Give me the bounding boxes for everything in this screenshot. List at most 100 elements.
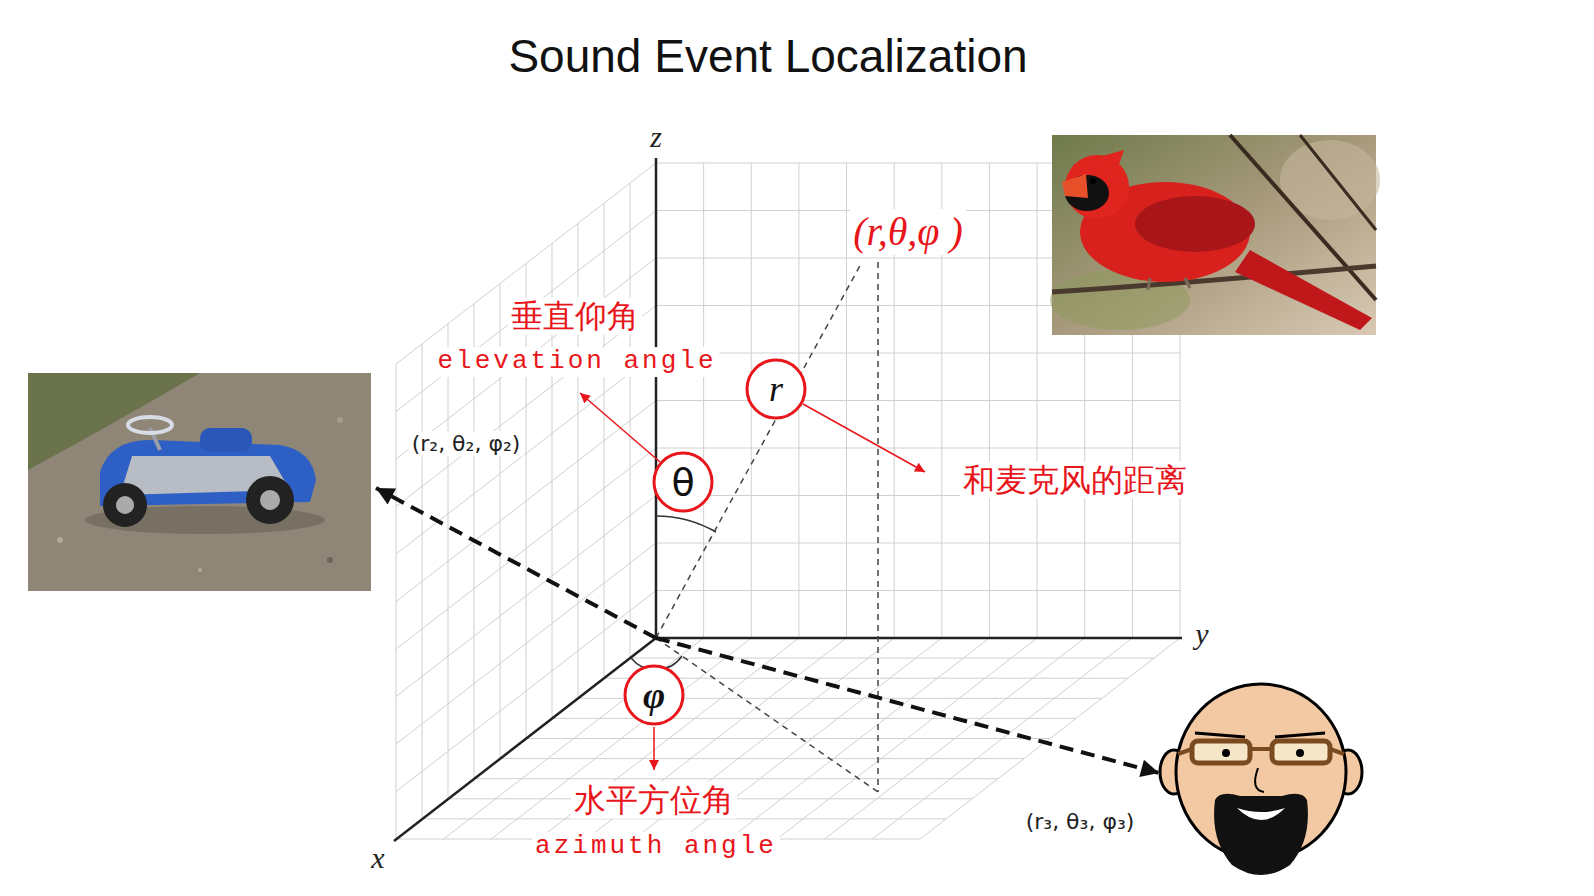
person-cartoon-part [1214, 794, 1308, 875]
toy-car-photo-part [28, 373, 371, 591]
grid-line [526, 264, 527, 739]
toy-car-photo-part [327, 557, 333, 563]
angle-arcs-part [656, 516, 716, 532]
cardinal-photo-part [1090, 178, 1096, 184]
axis-label: z [647, 120, 665, 155]
label-anchor: 垂直仰角 [508, 298, 642, 335]
circle-content: θ [671, 463, 694, 501]
coordinate-label: (r₂, θ₂, φ₂) [409, 431, 524, 456]
label-anchor: (r,θ,φ ) [850, 209, 966, 255]
person-cartoon-part [1330, 749, 1344, 754]
leader-arrows [580, 393, 925, 770]
label-anchor: elevation angle [434, 347, 719, 377]
label-anchor: (r₃, θ₃, φ₃) [1023, 809, 1138, 834]
cardinal-photo-part [1088, 150, 1124, 178]
label-anchor: x [368, 841, 387, 876]
projection-lines-part [656, 262, 862, 638]
grid-line [630, 658, 1154, 659]
grid-line [474, 778, 998, 779]
circle-content: r [769, 371, 783, 407]
projection-lines [656, 262, 878, 792]
axis-lines-part [656, 637, 1182, 640]
annotation-text: elevation angle [434, 347, 719, 377]
source-direction-arrows [376, 488, 1159, 773]
toy-car-photo-part [57, 537, 63, 543]
grid-line [500, 758, 1024, 759]
annotation-text: 垂直仰角 [508, 298, 642, 335]
grid-line [604, 678, 1128, 679]
toy-car-photo-part [200, 428, 252, 452]
label-anchor: z [647, 120, 665, 155]
title-anchor: Sound Event Localization [508, 30, 1027, 83]
leader-arrows-part [653, 727, 655, 770]
person-cartoon-part [1237, 808, 1285, 820]
person-cartoon-part [1272, 741, 1330, 763]
person-cartoon-part [1275, 733, 1325, 737]
projection-lines-part [656, 638, 878, 792]
person-cartoon-part [1178, 749, 1192, 754]
toy-car-photo-part [103, 483, 147, 527]
grid-line [396, 364, 397, 839]
source-direction-arrows-part [376, 488, 656, 638]
person-cartoon-part [1192, 741, 1250, 763]
grid-line [656, 353, 1180, 354]
circle-symbol: r [769, 371, 783, 407]
leader-arrows-part [803, 404, 925, 472]
coordinate-label: (r,θ,φ ) [850, 209, 966, 255]
grid-line [396, 163, 656, 364]
circle-ring [625, 666, 683, 724]
toy-car-photo-part [198, 568, 202, 572]
grid-line [396, 353, 656, 554]
source-direction-arrows-part [656, 638, 1159, 773]
circle-content: φ [643, 676, 665, 714]
toy-car-photo-part [128, 417, 172, 433]
grid-line [552, 718, 1076, 719]
person-cartoon-part [1255, 768, 1264, 792]
toy-car-photo-part [260, 490, 280, 510]
grid-line [656, 590, 1180, 591]
person-cartoon-part [1195, 733, 1245, 737]
toy-car-photo-part [337, 417, 343, 423]
grid-line [526, 738, 1050, 739]
callout-circle: φ [623, 664, 685, 726]
grid-line [656, 448, 1180, 449]
axis-label: y [1192, 617, 1211, 652]
cardinal-photo-part [1235, 250, 1372, 330]
callout-circle: r [745, 358, 807, 420]
axis-lines-part [655, 158, 658, 638]
circle-ring [654, 453, 712, 511]
toy-car-photo-part [116, 496, 134, 514]
cardinal-photo-part [1148, 278, 1150, 290]
person-cartoon-part [1250, 747, 1272, 751]
label-anchor: 和麦克风的距离 [960, 462, 1190, 499]
label-anchor: 水平方位角 [571, 782, 737, 819]
circle-symbol: θ [671, 463, 694, 501]
person-cartoon-part [1222, 749, 1230, 757]
person-cartoon-part [1296, 749, 1304, 757]
cardinal-photo [1050, 135, 1380, 335]
grid-line [422, 818, 946, 819]
label-anchor: y [1192, 617, 1211, 652]
grid-line [656, 543, 1180, 544]
annotation-text: azimuth angle [532, 832, 780, 862]
grid-line [396, 306, 656, 507]
toy-car-photo [28, 373, 371, 591]
circle-ring [747, 360, 805, 418]
label-anchor: azimuth angle [532, 832, 780, 862]
axis-label: x [368, 841, 387, 876]
person-cartoon [1160, 684, 1362, 875]
cardinal-photo-part [1300, 135, 1376, 230]
cardinal-photo-part [1185, 278, 1190, 288]
circle-symbol: φ [643, 676, 665, 714]
grid-line [448, 324, 449, 799]
grid-line [396, 211, 656, 412]
grid-line [656, 400, 1180, 401]
label-anchor: (r₂, θ₂, φ₂) [409, 431, 524, 456]
annotation-text: 水平方位角 [571, 782, 737, 819]
projection-lines-part [877, 262, 879, 792]
angle-arcs [631, 516, 716, 670]
diagram-title: Sound Event Localization [508, 30, 1027, 83]
grid-line [422, 344, 423, 819]
